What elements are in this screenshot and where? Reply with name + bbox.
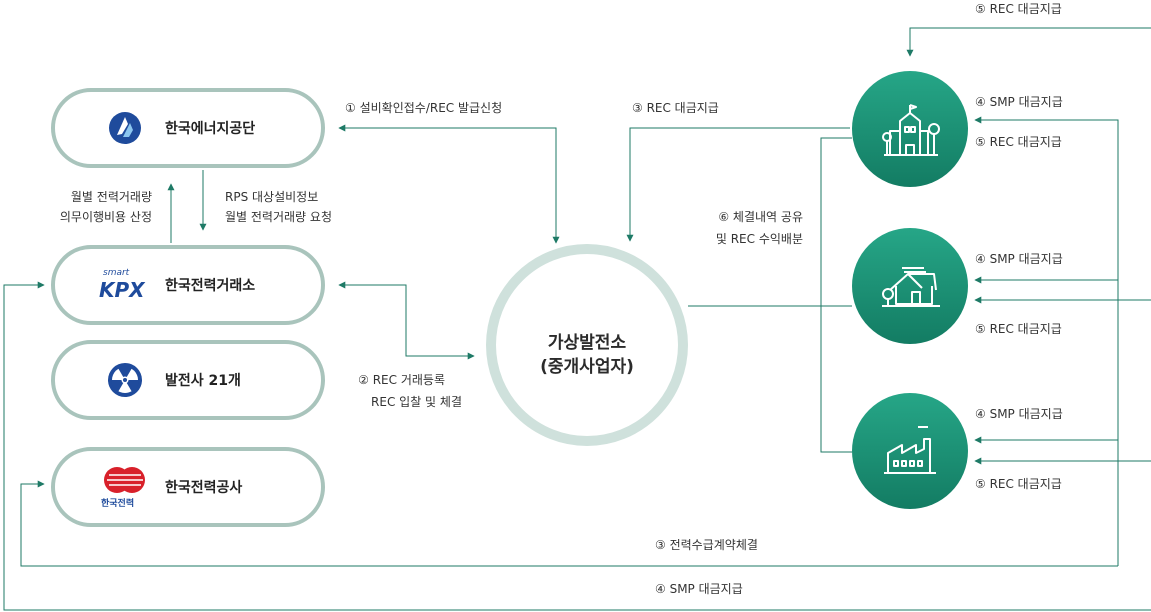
factory-bubble (852, 393, 968, 509)
kepco-name: 한국전력공사 (165, 480, 243, 496)
label-b3-smp: ④ SMP 대금지급 (975, 407, 1063, 421)
arrow-bottom-smp (3, 281, 1151, 611)
gencos-card: 발전사 21개 (51, 340, 325, 420)
label-bottom-contract: ③ 전력수급계약체결 (655, 538, 758, 552)
energy-agency-name: 한국에너지공단 (165, 121, 256, 137)
gencos-name: 발전사 21개 (165, 373, 241, 389)
label-left-up-line2: 의무이행비용 산정 (59, 210, 152, 224)
label-top-rec: ⑤ REC 대금지급 (975, 2, 1062, 16)
kepco-card: 한국전력 한국전력공사 (51, 447, 325, 527)
virtual-power-plant-node: 가상발전소 (중개사업자) (486, 244, 688, 446)
label-b2-rec: ⑤ REC 대금지급 (975, 322, 1062, 336)
label-step2-line2: REC 입찰 및 체결 (371, 395, 462, 409)
kpx-name: 한국전력거래소 (165, 278, 256, 294)
label-b1-rec: ⑤ REC 대금지급 (975, 135, 1062, 149)
house-bubble (852, 228, 968, 344)
label-step6-line2: 및 REC 수익배분 (715, 232, 803, 246)
nuclear-icon (108, 363, 142, 397)
kepco-logo-icon: 한국전력 (99, 465, 151, 509)
arrow-step3-rec (626, 127, 850, 242)
arrow-step1 (338, 124, 560, 244)
label-left-down-line1: RPS 대상설비정보 (225, 190, 319, 204)
factory-icon (884, 426, 936, 474)
label-bottom-smp: ④ SMP 대금지급 (655, 582, 743, 596)
label-step6-line1: ⑥ 체결내역 공유 (718, 210, 803, 224)
label-left-down-line2: 월별 전력거래량 요청 (225, 210, 332, 224)
kpx-logo-small-text: smart (103, 268, 130, 278)
label-left-up-line1: 월별 전력거래량 (70, 190, 152, 204)
label-step3-rec: ③ REC 대금지급 (632, 101, 719, 115)
arrow-b1-smp (974, 116, 1119, 566)
kpx-card: smart KPX 한국전력거래소 (51, 245, 325, 325)
kpx-logo-icon: smart KPX (99, 268, 155, 302)
label-step2-line1: ② REC 거래등록 (358, 373, 445, 387)
arrow-top-rec (906, 27, 1151, 57)
arrow-step2 (338, 281, 475, 360)
energy-agency-logo-icon (109, 112, 141, 144)
center-subtitle: (중개사업자) (540, 357, 634, 377)
label-b1-smp: ④ SMP 대금지급 (975, 95, 1063, 109)
bubble-trunk (820, 137, 852, 453)
house-icon (882, 267, 940, 307)
kepco-logo-text: 한국전력 (101, 499, 135, 509)
label-b3-rec: ⑤ REC 대금지급 (975, 477, 1062, 491)
energy-agency-card: 한국에너지공단 (51, 88, 325, 168)
school-building-icon (882, 104, 940, 156)
arrow-contract (20, 480, 1118, 567)
kpx-logo-text: KPX (99, 278, 145, 302)
school-bubble (852, 71, 968, 187)
label-b2-smp: ④ SMP 대금지급 (975, 252, 1063, 266)
label-step1: ① 설비확인접수/REC 발급신청 (345, 101, 503, 115)
center-title: 가상발전소 (547, 333, 627, 353)
